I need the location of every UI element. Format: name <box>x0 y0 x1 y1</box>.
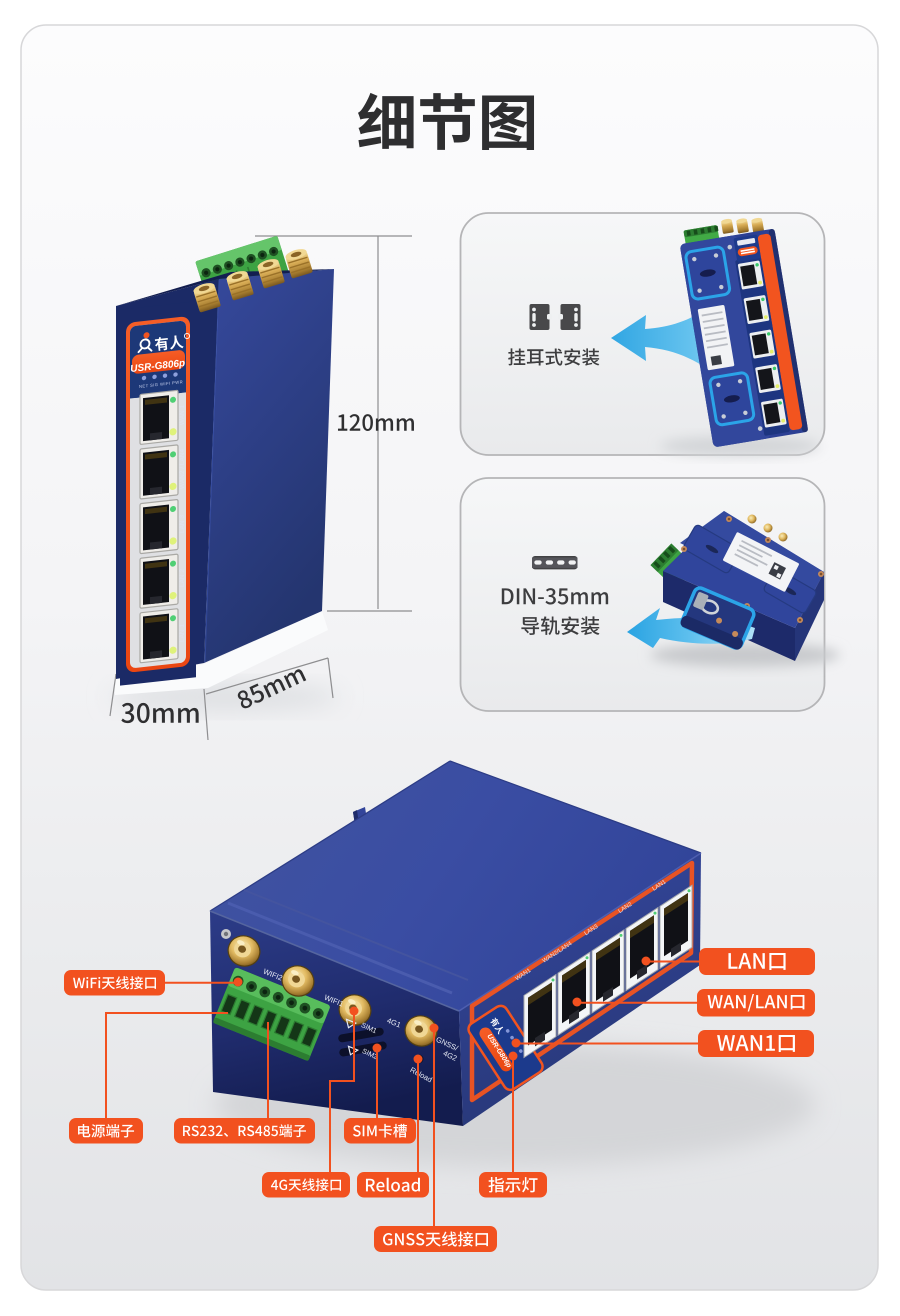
svg-text:WAN2 / LAN4: WAN2 / LAN4 <box>179 449 186 490</box>
svg-text:LAN 2: LAN 2 <box>179 569 186 587</box>
svg-text:NET SIG WIFI PWR: NET SIG WIFI PWR <box>139 379 183 389</box>
svg-text:LAN 3: LAN 3 <box>179 515 186 533</box>
svg-text:LAN 1: LAN 1 <box>179 624 186 642</box>
svg-text:WAN 1: WAN 1 <box>179 404 186 425</box>
